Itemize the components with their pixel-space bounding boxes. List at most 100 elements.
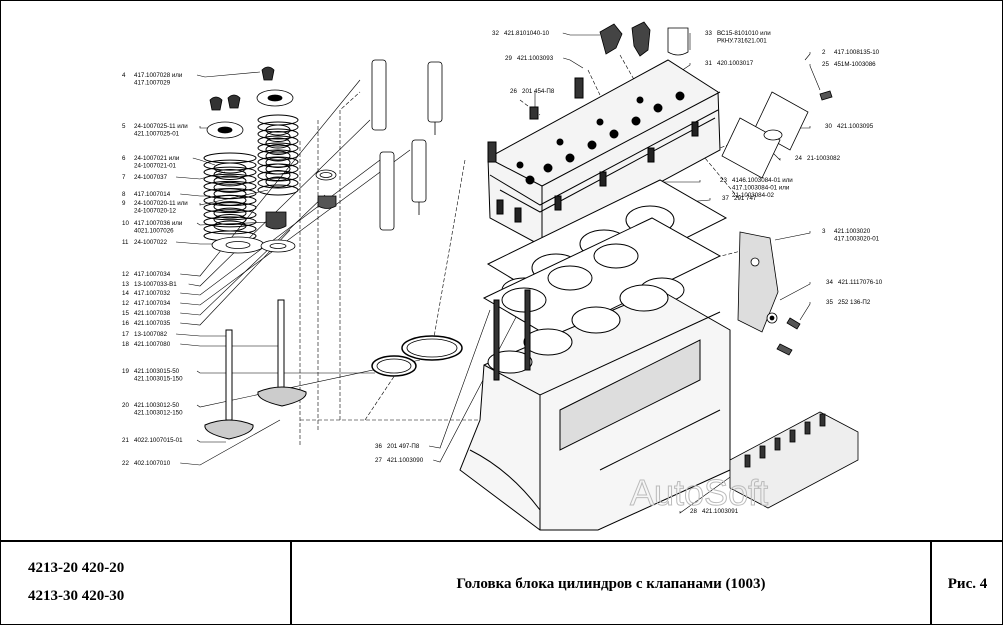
callout-part-code: 402.1007010 [134, 460, 171, 467]
callout-part-code: 421.1007025-01 [134, 131, 180, 138]
leader-line [562, 32, 600, 36]
spring-coil [213, 207, 247, 219]
title-block: 4213-20 420-20 4213-30 420-30 Головка бл… [0, 540, 1003, 625]
callout-number: 32 [492, 30, 499, 37]
valve-guides [371, 59, 443, 231]
figure-number: Рис. 4 [947, 576, 988, 592]
callout-part-code: 201 454-П8 [522, 88, 555, 95]
callout-34: 34 421.1117076-10 [826, 279, 883, 286]
leader-line [563, 57, 584, 69]
callout-number: 5 [122, 123, 126, 130]
callout-part-code: 421.1003091 [702, 508, 739, 515]
callout-part-code: 252 136-П2 [838, 299, 871, 306]
leader-line [196, 439, 226, 443]
leader-line [196, 221, 271, 226]
leader-line [679, 469, 741, 514]
callout-part-code: 421.1003095 [837, 123, 874, 130]
spring-coil [213, 181, 247, 193]
callout-number: 15 [122, 310, 129, 317]
spring-coil [213, 194, 247, 206]
callout-number: 26 [510, 88, 517, 95]
spring-coil [265, 124, 291, 136]
callout-part-code: 417.1007032 [134, 290, 171, 297]
callout-number: 2 [822, 49, 826, 56]
callout-part-code: 24-1007022 [134, 239, 168, 246]
spring-coil [213, 168, 247, 180]
callout-number: 29 [505, 55, 512, 62]
spring-coil [265, 150, 291, 162]
callout-part-code: 421.1003015-150 [134, 376, 183, 383]
leader-line [804, 52, 811, 61]
watermark: AutoSoft [630, 472, 768, 513]
model-list: 4213-20 420-20 4213-30 420-30 [0, 542, 292, 625]
callout-number: 16 [122, 320, 129, 327]
callout-number: 23 [720, 177, 727, 184]
valve-keeper-lower-2 [227, 94, 241, 109]
callout-part-code: 417.1007014 [134, 191, 171, 198]
spring-coil [213, 175, 247, 187]
head-assembly-small [729, 411, 859, 509]
callout-part-code: 417.1007028 или [134, 72, 183, 79]
leader-line [799, 302, 811, 321]
leader-line [180, 229, 291, 326]
callout-part-code: 24-1007021 или [134, 155, 180, 162]
right-side-parts [721, 90, 833, 356]
leader-line [809, 64, 821, 91]
leader-line [192, 157, 216, 166]
leader-line [175, 171, 226, 180]
leader-line [774, 231, 811, 241]
leader-line [180, 194, 326, 316]
callout-part-code: 421.1007035 [134, 320, 171, 327]
spring-coil [213, 188, 247, 200]
leader-line [180, 343, 280, 347]
callout-number: 4 [122, 72, 126, 79]
valve-stem-seal-2 [317, 195, 337, 209]
spring-coil [265, 137, 291, 149]
callout-part-code: 421.1007038 [134, 310, 171, 317]
intake-valve-head [257, 386, 307, 407]
leader-line [196, 370, 375, 374]
callout-number: 37 [722, 195, 729, 202]
callout-number: 34 [826, 279, 833, 286]
exhaust-valve-head [204, 419, 254, 440]
callout-part-code: 417.1003084-01 или [732, 185, 790, 192]
valve-keeper-lower [209, 96, 223, 111]
callout-part-code: 421.1117076-10 [838, 279, 883, 286]
valve-parts [206, 66, 294, 139]
callout-number: 12 [122, 300, 129, 307]
figure-number-cell: Рис. 4 [932, 542, 1003, 625]
callout-part-code: 421.1003012-50 [134, 402, 180, 409]
spring-coil [203, 202, 257, 214]
spring-coil [265, 144, 291, 155]
spring-coil [257, 177, 299, 189]
spring-coil [213, 220, 247, 232]
callout-number: 20 [122, 402, 129, 409]
callout-number: 12 [122, 271, 129, 278]
temperature-sensors [599, 21, 689, 57]
callout-number: 9 [122, 200, 126, 207]
callout-number: 13 [122, 281, 129, 288]
callout-part-code: 417.1007034 [134, 271, 171, 278]
drawing-title: Головка блока цилиндров с клапанами (100… [456, 576, 766, 592]
